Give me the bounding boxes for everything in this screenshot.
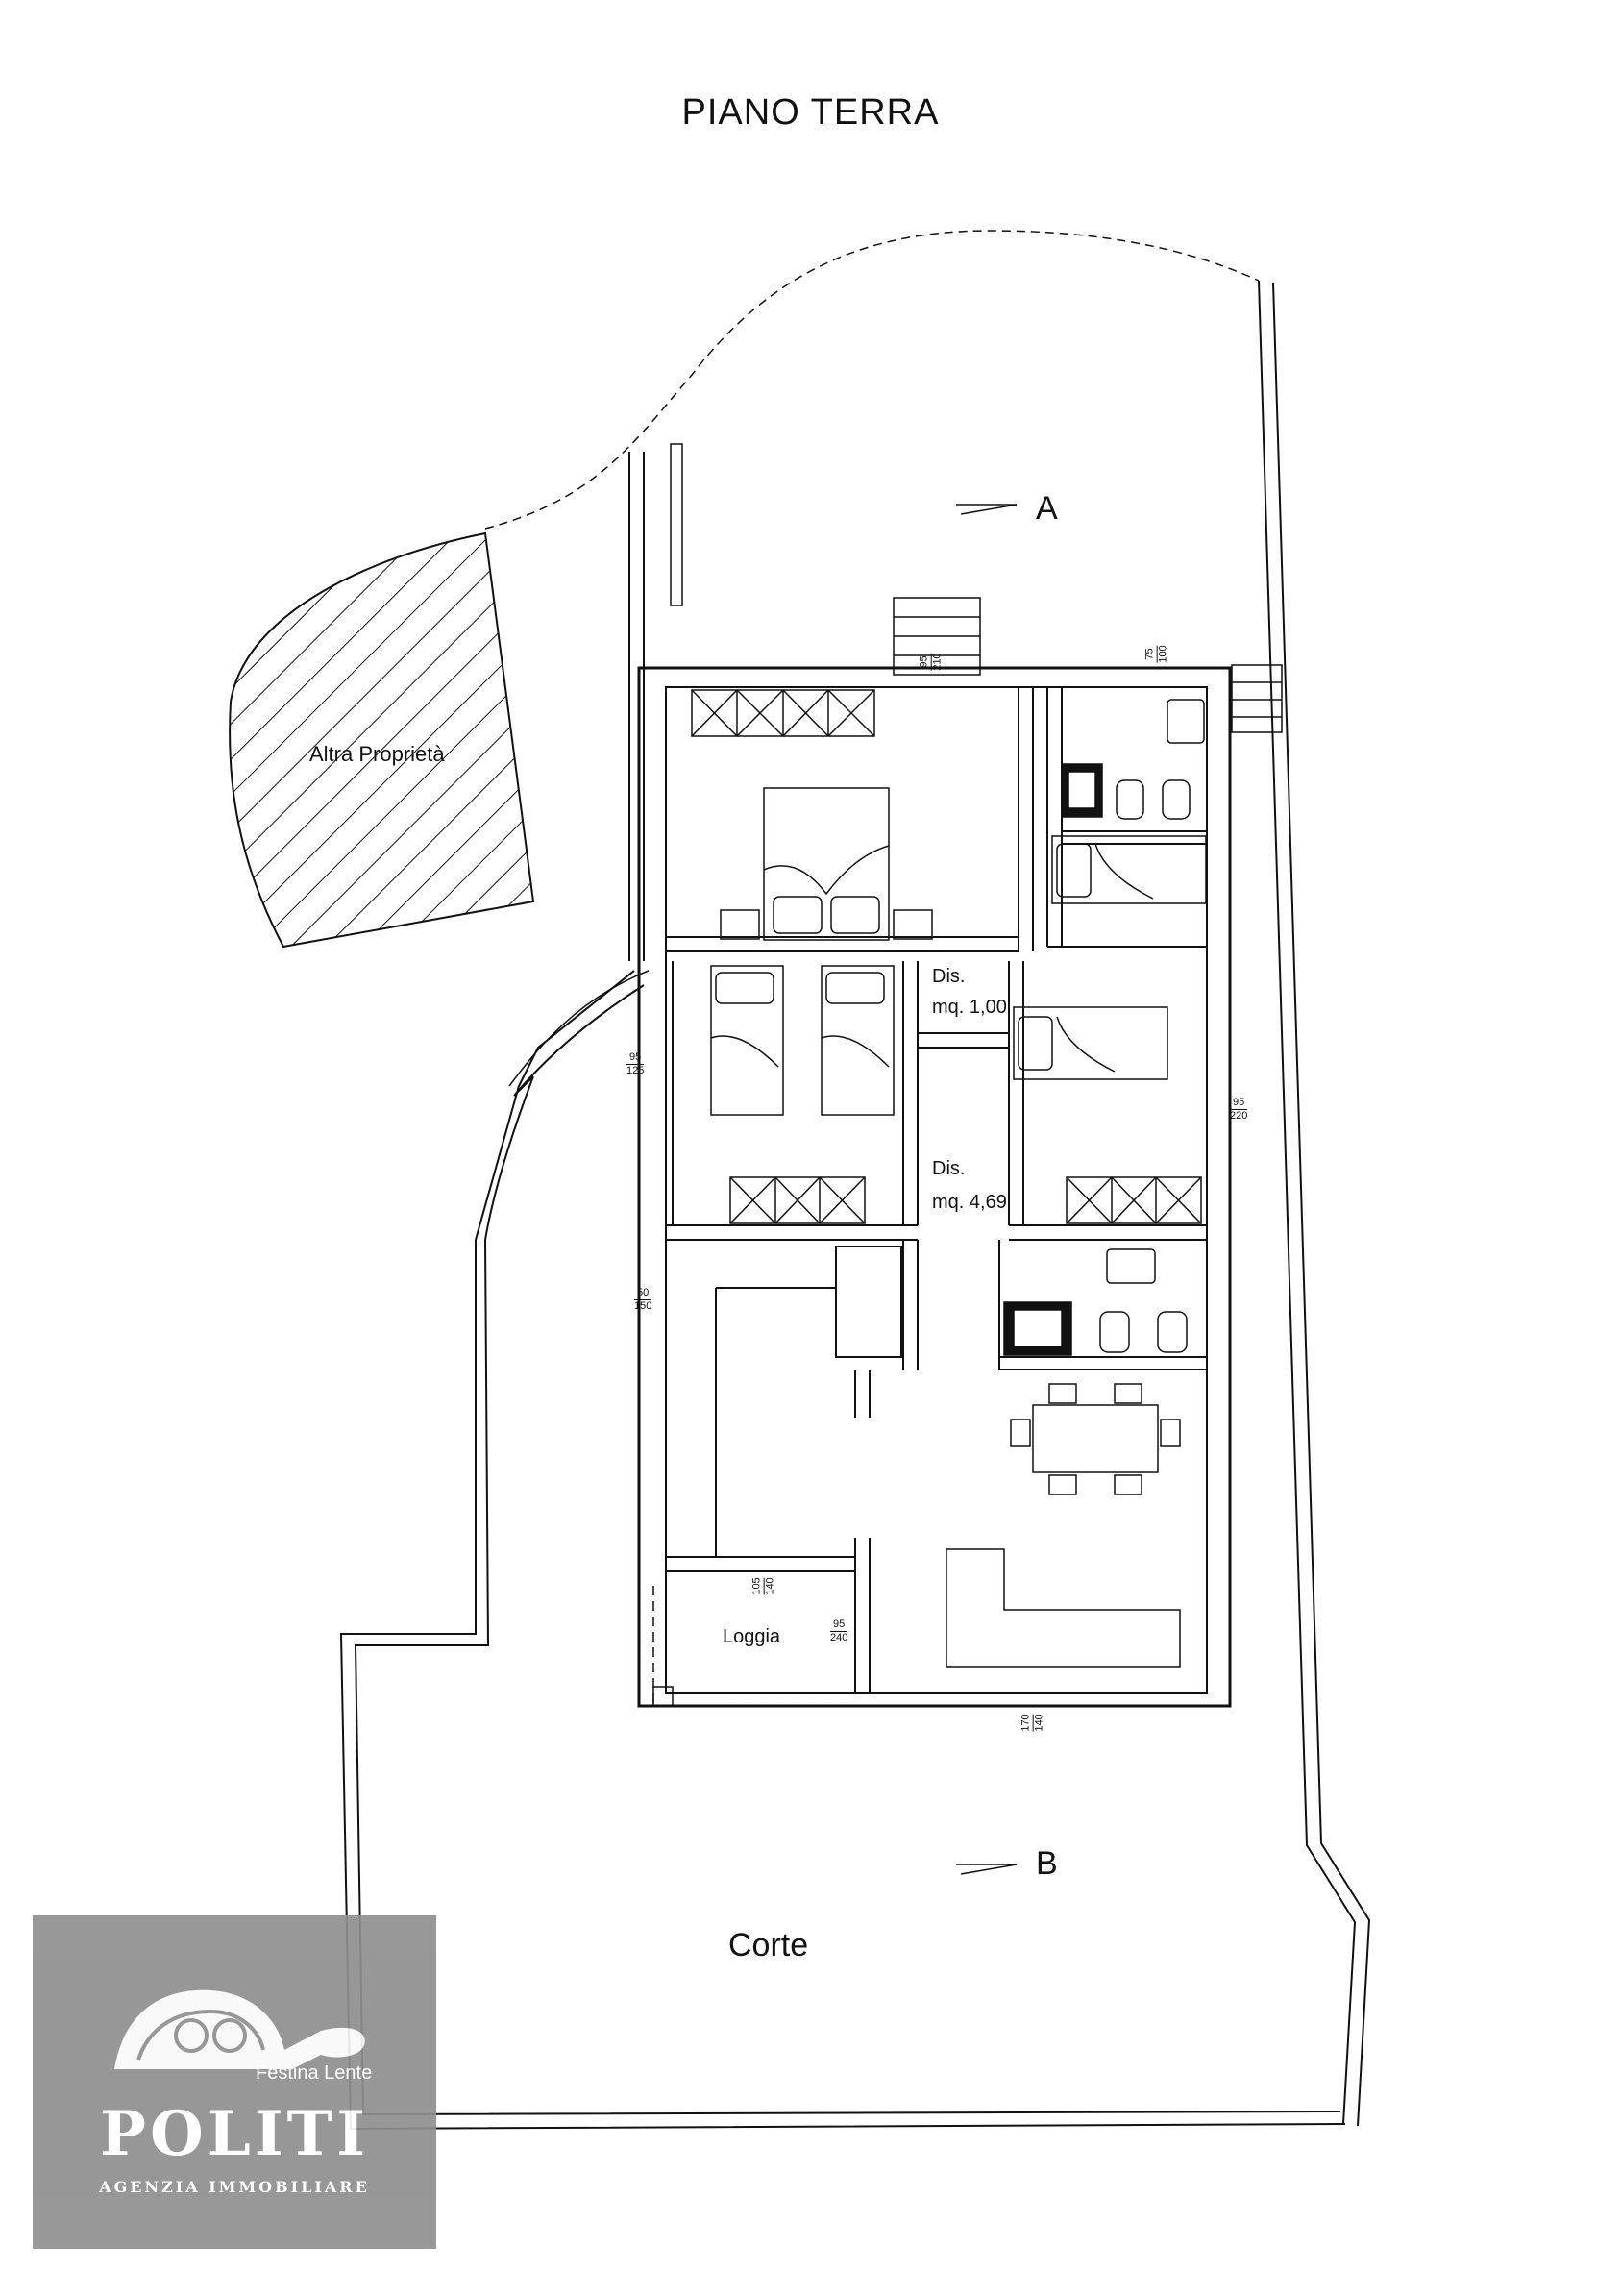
section-a-label: A — [1036, 490, 1058, 527]
side-stair — [1231, 664, 1283, 733]
right-boundary-wall — [1258, 280, 1357, 2125]
logo-tagline: AGENZIA IMMOBILIARE — [99, 2178, 370, 2196]
page-title: PIANO TERRA — [681, 92, 940, 133]
dining-table — [1010, 1383, 1181, 1495]
section-arrows — [956, 504, 1018, 1875]
garden-arc — [508, 970, 650, 1087]
courtyard-wall — [339, 970, 1346, 2131]
dis-1-area: mq. 1,00 — [932, 997, 1007, 1018]
internal-walls — [666, 687, 1207, 1693]
dis-2-area: mq. 4,69 — [932, 1192, 1007, 1213]
loggia — [652, 1586, 855, 1707]
logo-motto: Festina Lente — [256, 2062, 373, 2084]
top-left-wall-segment — [670, 443, 683, 606]
bathroom-fixtures — [1003, 699, 1205, 1356]
section-b-label: B — [1036, 1845, 1058, 1882]
property-boundary-dashed — [484, 230, 1260, 530]
loggia-label: Loggia — [723, 1626, 781, 1647]
other-property-label: Altra Proprietà — [309, 742, 445, 766]
courtyard-label: Corte — [728, 1927, 809, 1963]
turtle-logo-icon — [114, 1989, 365, 2069]
house-outer-wall — [637, 666, 1232, 1708]
kitchen-counter — [946, 1548, 1181, 1668]
beds — [710, 787, 1207, 1116]
wardrobes — [691, 689, 1202, 1224]
other-property-hatched-area — [229, 531, 535, 949]
dis-2-label: Dis. — [932, 1158, 966, 1179]
logo-brand: POLITI — [99, 2098, 370, 2170]
dis-1-label: Dis. — [932, 966, 966, 987]
agency-logo: Festina Lente POLITI AGENZIA IMMOBILIARE — [33, 1915, 436, 2249]
top-stair — [893, 597, 981, 676]
